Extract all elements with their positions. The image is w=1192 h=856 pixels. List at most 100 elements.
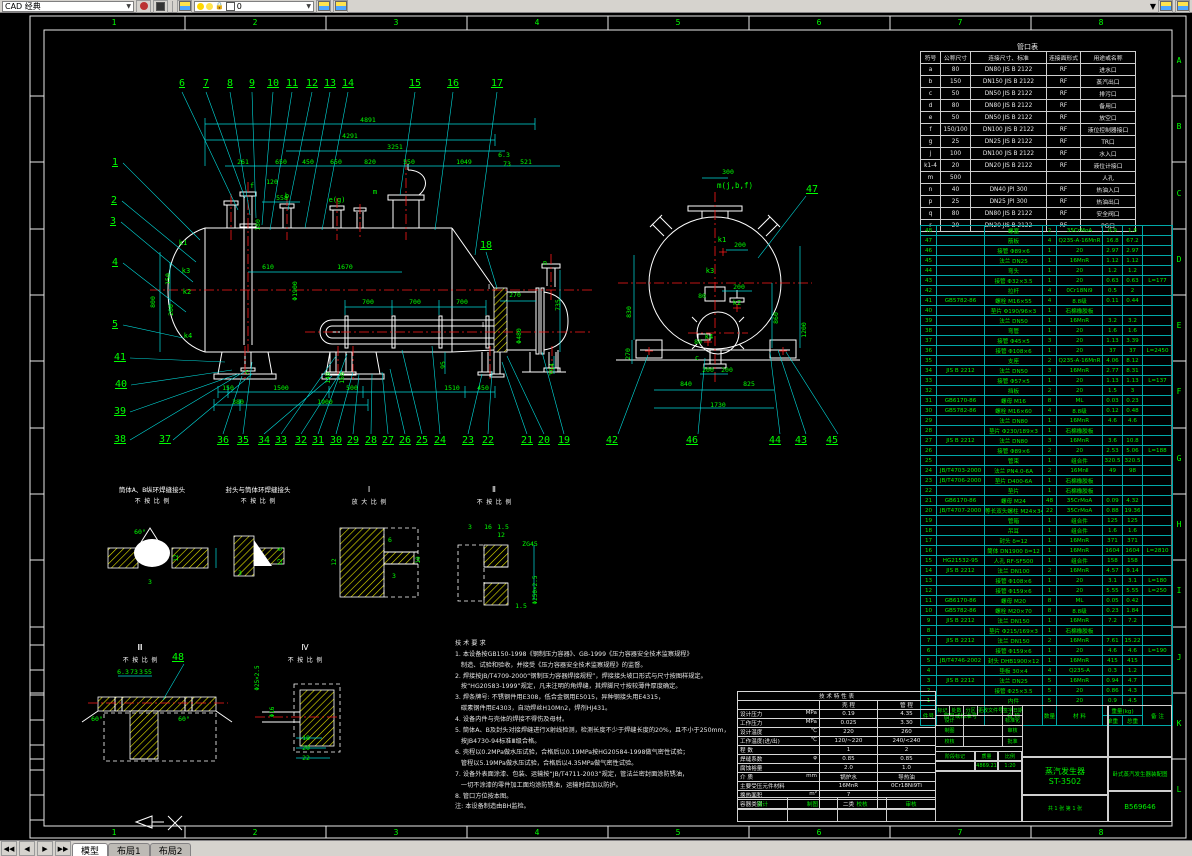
svg-text:32: 32 xyxy=(295,435,307,446)
svg-text:1: 1 xyxy=(112,157,118,168)
tab-layout1[interactable]: 布局1 xyxy=(108,843,150,856)
first-tab-button[interactable]: ◀◀ xyxy=(1,841,17,856)
monitor-icon xyxy=(156,2,165,11)
svg-text:5: 5 xyxy=(676,828,681,837)
svg-text:F: F xyxy=(1177,387,1182,396)
svg-text:12: 12 xyxy=(331,558,338,566)
note-line: 按JB4730-94标准Ⅲ级合格。 xyxy=(455,737,747,748)
svg-text:73: 73 xyxy=(130,668,138,676)
svg-text:270: 270 xyxy=(624,348,632,360)
svg-text:521: 521 xyxy=(520,158,532,166)
svg-text:200: 200 xyxy=(702,366,714,374)
svg-text:7: 7 xyxy=(958,18,963,27)
svg-text:不 按 比 例: 不 按 比 例 xyxy=(241,497,276,505)
svg-text:12: 12 xyxy=(277,558,284,566)
svg-text:16: 16 xyxy=(484,523,492,531)
stage-value xyxy=(935,761,975,771)
svg-text:Ⅰ: Ⅰ xyxy=(368,485,370,494)
revision-header-row: 标记处数 分区更改文件号 签字日期 xyxy=(936,706,1023,716)
bom-row: 36接管 Φ108×61 203737L=2450 xyxy=(921,346,1173,356)
mass-value: 4869.21 xyxy=(975,761,998,771)
svg-text:3: 3 xyxy=(468,523,472,531)
layer-combo[interactable]: 🔒 0 ▼ xyxy=(194,1,314,12)
nozzle-row: q80DN80 JIS B 2122 RF安全阀口 xyxy=(921,208,1136,220)
tech-row: 工作压力MPa 0.0253.30 xyxy=(738,719,936,728)
svg-text:K: K xyxy=(1177,719,1182,728)
svg-text:Φ250×2.5: Φ250×2.5 xyxy=(532,575,539,604)
svg-text:650: 650 xyxy=(330,158,342,166)
layer-properties-button[interactable] xyxy=(177,0,192,13)
svg-text:2: 2 xyxy=(111,195,117,206)
svg-text:700: 700 xyxy=(409,298,421,306)
tech-row: 工作温度(进/出)℃ 120/~220240/<240 xyxy=(738,737,936,746)
tab-model[interactable]: 模型 xyxy=(72,843,108,856)
equipment-code: ST-3502 xyxy=(1049,777,1081,786)
note-line: 4. 设备内件与壳体的焊接不得伤及母材。 xyxy=(455,715,747,726)
svg-text:1510: 1510 xyxy=(444,384,460,392)
svg-text:18: 18 xyxy=(480,240,492,251)
nozzle-row: d80DN80 JIS B 2122 RF备用口 xyxy=(921,100,1136,112)
svg-text:I: I xyxy=(1177,586,1182,595)
svg-text:不 按 比 例: 不 按 比 例 xyxy=(288,656,323,664)
display-button[interactable] xyxy=(153,0,168,13)
sheet-info: 共 1 张 第 1 张 xyxy=(1022,795,1108,822)
svg-text:1: 1 xyxy=(112,828,117,837)
nozzle-table-title: 管口表 xyxy=(920,42,1135,51)
nozzle-row: p25DN25 JPI 300 RF热油出口 xyxy=(921,196,1136,208)
toolbar-separator xyxy=(172,1,173,12)
svg-text:D: D xyxy=(1177,255,1182,264)
signature-row: 设计标准化 xyxy=(936,716,1023,726)
svg-text:39: 39 xyxy=(114,406,126,417)
bom-table: 48螺塞2 35CrMoA0.91.8 47筋板4 Q235-A·16MnR16… xyxy=(920,225,1172,726)
layer-previous-button[interactable] xyxy=(333,0,348,13)
scale-label: 比例 xyxy=(998,751,1022,761)
svg-text:4: 4 xyxy=(535,18,540,27)
svg-text:31: 31 xyxy=(312,435,324,446)
svg-text:13: 13 xyxy=(324,78,336,89)
bom-row: 20JB/T4707-2000等长双头螺柱 M24×34522 35CrMoA0… xyxy=(921,506,1173,516)
bom-row: 32挡板2 201.53 xyxy=(921,386,1173,396)
layers-icon xyxy=(179,1,191,11)
next-tab-button[interactable]: ▶ xyxy=(37,841,53,856)
svg-text:26: 26 xyxy=(399,435,411,446)
doc-type: 卧式蒸汽发生器装配图 xyxy=(1108,757,1172,791)
note-line: 1. 本设备按GB150-1998《钢制压力容器》、GB-1999《压力容器安全… xyxy=(455,650,747,661)
svg-text:160: 160 xyxy=(338,372,346,384)
stage-box xyxy=(935,771,1022,822)
svg-text:c: c xyxy=(695,354,699,362)
last-tab-button[interactable]: ▶▶ xyxy=(55,841,71,856)
bom-row: 23JB/T4706-2000垫片 D400-6A1 石棉橡胶板 xyxy=(921,476,1173,486)
svg-text:18: 18 xyxy=(302,734,310,742)
layer-previous-icon xyxy=(335,1,347,11)
nozzle-row: k1-420DN20 JIS B 2122 RF液位计接口 xyxy=(921,160,1136,172)
svg-text:19: 19 xyxy=(558,435,570,446)
bom-row: 37接管 Φ45×53 201.133.39 xyxy=(921,336,1173,346)
note-line: 管程以5.19MPa做水压试验，合格后以4.35MPa做气密性试验。 xyxy=(455,759,747,770)
svg-text:3: 3 xyxy=(110,216,116,227)
svg-text:20: 20 xyxy=(538,435,550,446)
bom-row: 4垫板 30×44 Q235-A0.31.2 xyxy=(921,666,1173,676)
layer-walk-button[interactable] xyxy=(1175,0,1190,13)
workspace-settings-button[interactable] xyxy=(136,0,151,13)
svg-text:6: 6 xyxy=(817,828,822,837)
bom-row: 33接管 Φ57×51 201.131.13L=137 xyxy=(921,376,1173,386)
gear-icon xyxy=(140,2,148,10)
svg-text:200: 200 xyxy=(733,283,745,291)
bom-row: 14JIS B 2212法兰 DN1002 16MnR4.579.14 xyxy=(921,566,1173,576)
tab-layout2[interactable]: 布局2 xyxy=(150,843,192,856)
svg-text:36: 36 xyxy=(217,435,229,446)
svg-text:29: 29 xyxy=(347,435,359,446)
svg-text:b: b xyxy=(285,192,289,200)
bom-row: 13接管 Φ108×61 203.13.1L=180 xyxy=(921,576,1173,586)
workspace-combo[interactable]: CAD 经典 ▼ xyxy=(2,1,134,12)
make-layer-current-button[interactable] xyxy=(316,0,331,13)
svg-text:1670: 1670 xyxy=(337,263,353,271)
bom-row: 21GB6170-86螺母 M2448 35CrMoA0.094.32 xyxy=(921,496,1173,506)
layer-state-button[interactable] xyxy=(1158,0,1173,13)
svg-text:21: 21 xyxy=(521,435,533,446)
svg-text:800: 800 xyxy=(149,296,157,308)
svg-text:3251: 3251 xyxy=(387,143,403,151)
prev-tab-button[interactable]: ◀ xyxy=(19,841,35,856)
svg-text:3: 3 xyxy=(392,572,396,580)
svg-text:12: 12 xyxy=(173,554,180,562)
